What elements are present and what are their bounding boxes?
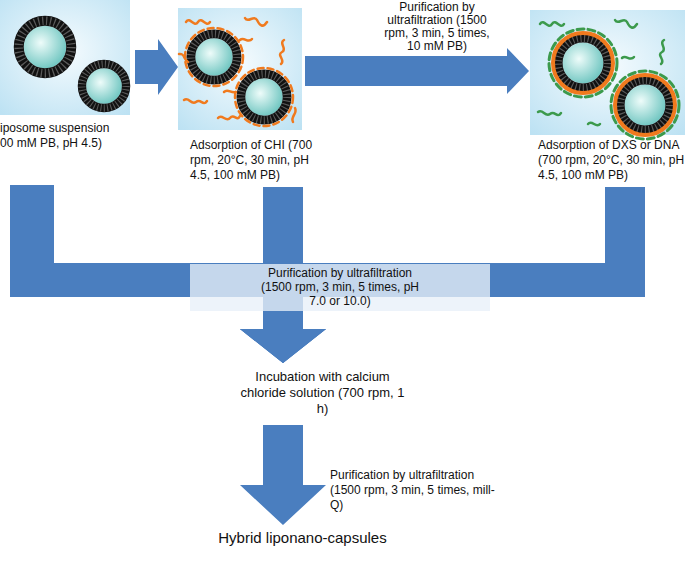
node-label: Adsorption of DXS or DNA (700 rpm, 20°C,… [538,138,685,183]
arrow-body [305,48,529,94]
panel-background [178,8,302,130]
node-label: Hybrid liponano-capsules [195,529,410,547]
node-label: Adsorption of CHI (700 rpm, 20°C, 30 min… [190,138,332,183]
coating-layers [549,29,679,139]
liposome [19,21,72,74]
liposome [620,80,670,130]
liposome [241,74,287,120]
block-arrow [240,425,326,525]
process-step: Incubation with calcium chloride solutio… [240,365,405,423]
node-label: iposome suspension 00 mM PB, pH 4.5) [0,121,118,151]
arrow-body [240,425,326,525]
arrow-body [135,39,178,95]
node-label: Incubation with calcium chloride solutio… [240,369,405,417]
chitosan-panel: Adsorption of CHI (700 rpm, 20°C, 30 min… [178,8,304,183]
liposome [82,64,126,108]
coating-panel: Adsorption of DXS or DNA (700 rpm, 20°C,… [530,10,685,183]
liposome [558,38,608,88]
block-arrow [135,39,178,95]
edge-label: Purification by ultrafiltration (1500 rp… [190,264,490,311]
panel-background [530,10,685,135]
polyanion-chains [538,20,664,125]
liposome [191,34,237,80]
product-label: Hybrid liponano-capsules [195,527,410,551]
edge-label: Purification by ultrafiltration (1500 rp… [330,468,500,513]
chitosan-chains [179,18,296,126]
edge-label: Purification by ultrafiltration (1500 rp… [378,1,496,53]
block-arrow [305,48,529,94]
panel-background [0,0,130,115]
liposome-panel: iposome suspension 00 mM PB, pH 4.5) [0,0,135,181]
